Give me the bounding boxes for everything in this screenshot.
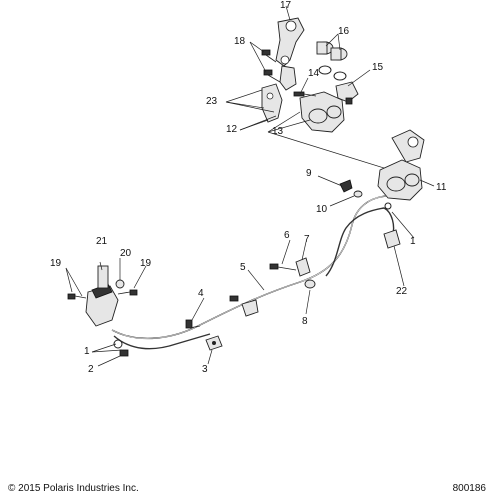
callout-6: 6 bbox=[284, 230, 290, 241]
figure-number: 800186 bbox=[452, 483, 486, 494]
callout-7: 7 bbox=[304, 234, 310, 245]
washer-10 bbox=[353, 190, 363, 198]
callout-14: 14 bbox=[308, 68, 320, 79]
caliper-body-upper bbox=[293, 91, 345, 133]
fitting-22 bbox=[383, 229, 401, 249]
callout-21: 21 bbox=[96, 236, 108, 247]
callout-1-right: 1 bbox=[410, 236, 416, 247]
brake-pads-23 bbox=[261, 83, 283, 123]
caliper-bracket-upper bbox=[275, 17, 305, 91]
copyright-text: © 2015 Polaris Industries Inc. bbox=[8, 483, 139, 494]
callout-16: 16 bbox=[338, 26, 350, 37]
washer-1-right bbox=[384, 202, 392, 210]
bolts-19 bbox=[67, 289, 138, 300]
callout-19-right: 19 bbox=[140, 258, 152, 269]
leader-lines bbox=[65, 5, 435, 367]
callout-22: 22 bbox=[396, 286, 408, 297]
master-cylinder-21 bbox=[85, 265, 119, 327]
grommet-8 bbox=[304, 279, 316, 289]
clamp-5 bbox=[229, 295, 259, 317]
bleeder-valve-15 bbox=[335, 81, 359, 105]
clamp-3 bbox=[205, 335, 223, 351]
callout-4: 4 bbox=[198, 288, 204, 299]
caliper-assembly-lower bbox=[377, 129, 425, 201]
washers-1-2 bbox=[113, 339, 129, 357]
piston-pair bbox=[316, 41, 348, 81]
callout-12: 12 bbox=[226, 124, 238, 135]
callout-2: 2 bbox=[88, 364, 94, 375]
bolts-18 bbox=[261, 49, 281, 83]
callout-23: 23 bbox=[206, 96, 218, 107]
callout-19-left: 19 bbox=[50, 258, 62, 269]
bolt-6 bbox=[269, 263, 297, 271]
callout-10: 10 bbox=[316, 204, 328, 215]
callout-17: 17 bbox=[280, 0, 292, 11]
bracket-7 bbox=[295, 257, 311, 277]
bolt-4 bbox=[185, 319, 201, 329]
callout-9: 9 bbox=[306, 168, 312, 179]
callout-13: 13 bbox=[272, 126, 284, 137]
fitting-20 bbox=[115, 279, 125, 289]
callout-1-left: 1 bbox=[84, 346, 90, 357]
callout-11: 11 bbox=[436, 182, 447, 193]
callout-3: 3 bbox=[202, 364, 208, 375]
callout-5: 5 bbox=[240, 262, 246, 273]
callout-8: 8 bbox=[302, 316, 308, 327]
clip-9 bbox=[339, 179, 353, 193]
callout-15: 15 bbox=[372, 62, 384, 73]
callout-20: 20 bbox=[120, 248, 132, 259]
callout-18: 18 bbox=[234, 36, 246, 47]
brake-hose-main bbox=[111, 195, 395, 340]
